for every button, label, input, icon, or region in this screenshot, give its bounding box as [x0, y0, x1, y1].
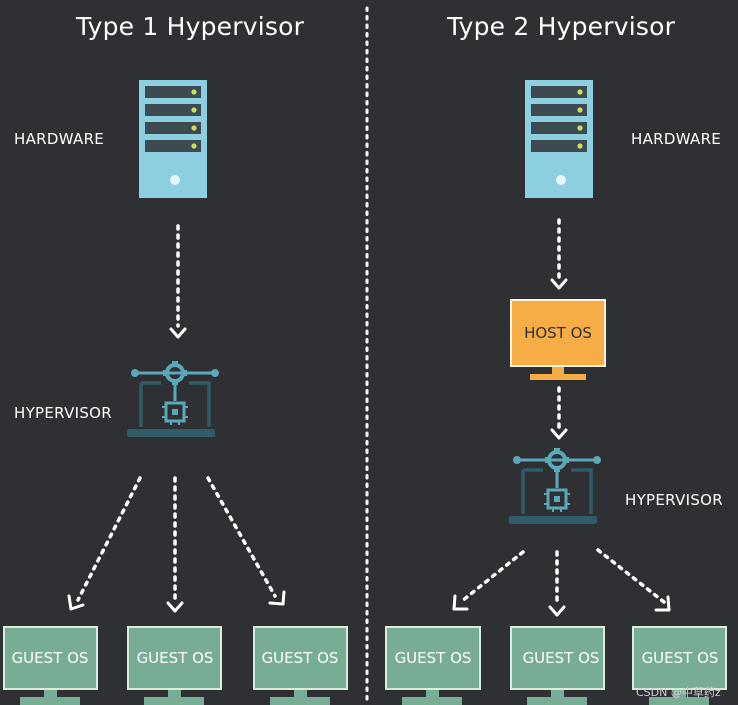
type1-guest-1: GUEST OS — [3, 626, 98, 705]
type1-hypervisor-icon — [125, 359, 221, 439]
host-os-monitor-icon: HOST OS — [510, 299, 606, 380]
type1-arrow-head — [169, 327, 187, 339]
type2-server-icon — [525, 80, 593, 198]
type2-arrow-guest-3 — [596, 548, 666, 604]
type2-guest-3: GUEST OS — [632, 626, 727, 705]
type1-hardware-label: HARDWARE — [14, 130, 105, 148]
type1-arrow-guest-3 — [206, 476, 277, 598]
type2-guest-2: GUEST OS — [510, 626, 605, 705]
type2-hypervisor-label: HYPERVISOR — [625, 491, 724, 509]
type1-server-icon — [139, 80, 207, 198]
type1-guest-2: GUEST OS — [127, 626, 222, 705]
type2-arrow-guest-1 — [460, 550, 525, 603]
type1-guest-3: GUEST OS — [253, 626, 348, 705]
type1-title: Type 1 Hypervisor — [76, 12, 305, 41]
type1-guest-1-label: GUEST OS — [12, 649, 89, 667]
type2-hardware-label: HARDWARE — [631, 130, 722, 148]
type2-guest-3-label: GUEST OS — [642, 649, 719, 667]
type2-guest-1-label: GUEST OS — [395, 649, 472, 667]
type2-guest-2-label: GUEST OS — [523, 649, 600, 667]
watermark: CSDN @中草药z — [636, 686, 721, 699]
type1-guest-2-label: GUEST OS — [137, 649, 214, 667]
host-os-label: HOST OS — [524, 324, 592, 342]
type2-guest-1: GUEST OS — [385, 626, 481, 705]
type1-hypervisor-label: HYPERVISOR — [14, 404, 113, 422]
type2-title: Type 2 Hypervisor — [447, 12, 676, 41]
type1-arrow-guest-1 — [76, 476, 142, 602]
type2-hypervisor-icon — [507, 446, 603, 526]
type1-guest-3-label: GUEST OS — [262, 649, 339, 667]
